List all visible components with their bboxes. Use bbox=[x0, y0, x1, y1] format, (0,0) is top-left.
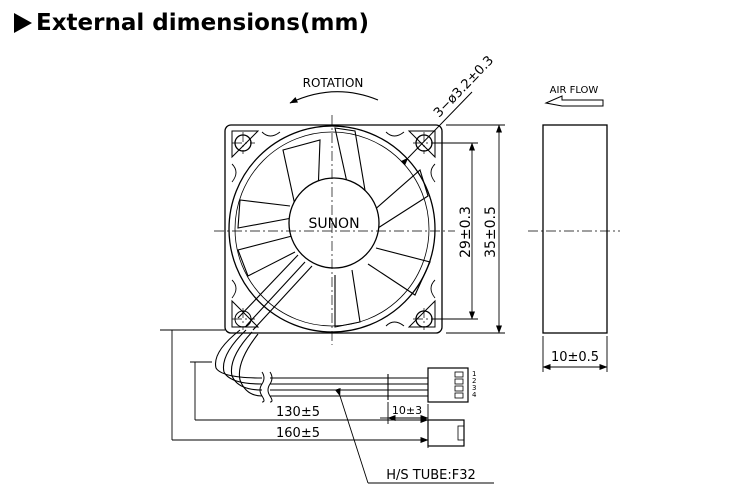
title-bullet-icon bbox=[14, 13, 32, 33]
lead-160-label: 160±5 bbox=[276, 426, 320, 441]
wire-break-mark bbox=[259, 371, 273, 403]
section-title-text: External dimensions(mm) bbox=[36, 10, 369, 36]
height-dimensions bbox=[432, 124, 505, 334]
fan-blades bbox=[237, 127, 431, 328]
lead-wires bbox=[214, 329, 428, 400]
thickness-label: 10±0.5 bbox=[551, 350, 599, 365]
pin-label-3: 3 bbox=[472, 384, 476, 392]
center-lines bbox=[214, 115, 620, 345]
lead-dimensions bbox=[160, 329, 429, 448]
frame-size-label: 35±0.5 bbox=[483, 206, 499, 258]
rotation-label: ROTATION bbox=[303, 76, 364, 90]
rotation-arrow-icon bbox=[289, 91, 379, 104]
hole-pitch-label: 29±0.3 bbox=[458, 206, 474, 258]
connector bbox=[427, 367, 469, 447]
connector-side-view bbox=[427, 419, 465, 447]
pin-label-2: 2 bbox=[472, 377, 476, 385]
fan-front-view bbox=[224, 124, 443, 334]
pin-label-4: 4 bbox=[472, 391, 477, 399]
fan-side-body bbox=[542, 124, 608, 334]
fan-frame bbox=[224, 124, 443, 334]
tube-leader bbox=[334, 387, 494, 484]
tube-label: H/S TUBE:F32 bbox=[386, 468, 476, 483]
fan-hub bbox=[288, 177, 380, 269]
pin-label-1: 1 bbox=[472, 370, 476, 378]
thickness-dimension bbox=[542, 336, 608, 372]
fan-side-view bbox=[542, 124, 608, 334]
air-flow-arrow-icon bbox=[544, 95, 604, 107]
hole-leader-line bbox=[400, 91, 473, 166]
hole-spec-label: 3−ø3.2±0.3 bbox=[431, 53, 497, 121]
brand-label: SUNON bbox=[308, 216, 359, 232]
air-flow-label: AIR FLOW bbox=[550, 85, 599, 96]
section-title: External dimensions(mm) bbox=[14, 6, 369, 40]
strip-length-label: 10±3 bbox=[392, 404, 422, 417]
lead-130-label: 130±5 bbox=[276, 405, 320, 420]
